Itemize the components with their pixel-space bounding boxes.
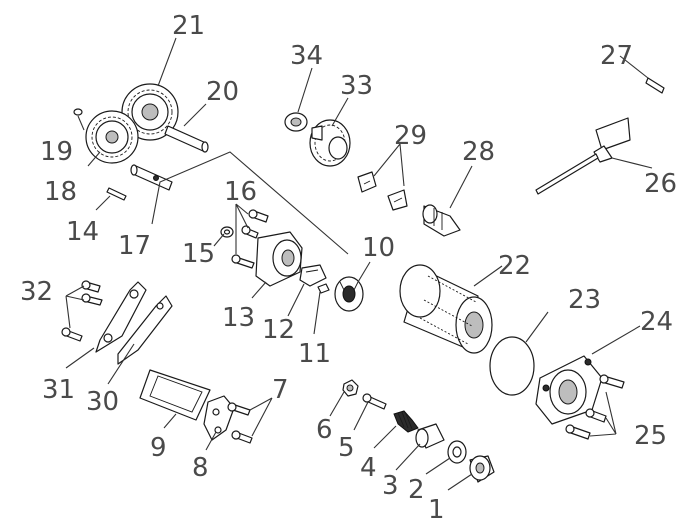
part-14-roll-pin: [106, 187, 127, 201]
part-26-dipstick: [535, 117, 631, 195]
part-23-o-ring: [489, 336, 535, 396]
callout-33: 33: [340, 71, 373, 101]
callout-26: 26: [644, 169, 677, 199]
callout-3: 3: [382, 471, 399, 501]
callout-15: 15: [182, 239, 215, 269]
callout-12: 12: [262, 315, 295, 345]
callout-16: 16: [224, 177, 257, 207]
part-17-pin: [130, 164, 173, 191]
part-4-spring: [393, 410, 419, 433]
part-13-housing: [255, 231, 303, 287]
callout-10: 10: [362, 233, 395, 263]
callout-31: 31: [42, 375, 75, 405]
callout-19: 19: [40, 137, 73, 167]
part-27-pin: [645, 77, 665, 94]
part-2-washer: [447, 440, 467, 464]
part-29-clips: [357, 171, 408, 211]
part-6-nut: [342, 379, 359, 397]
callout-18: 18: [44, 177, 77, 207]
part-20-shaft: [164, 125, 209, 153]
callout-1: 1: [428, 495, 445, 525]
callout-9: 9: [150, 433, 167, 463]
part-9-gasket: [139, 369, 211, 421]
callout-7: 7: [272, 375, 289, 405]
callout-24: 24: [640, 307, 673, 337]
part-18-gear: [85, 110, 139, 164]
part-12-block: [299, 264, 327, 287]
part-10-cup: [334, 276, 364, 312]
part-31-arm: [95, 281, 147, 353]
part-33-gear: [309, 119, 351, 167]
part-28-valve: [422, 204, 461, 237]
part-8-bracket: [203, 395, 235, 441]
callout-27: 27: [600, 41, 633, 71]
callout-29: 29: [394, 121, 427, 151]
callout-4: 4: [360, 453, 377, 483]
callout-20: 20: [206, 77, 239, 107]
callout-6: 6: [316, 415, 333, 445]
callout-21: 21: [172, 11, 205, 41]
part-5-bolt: [362, 393, 387, 410]
callout-30: 30: [86, 387, 119, 417]
callout-28: 28: [462, 137, 495, 167]
callout-13: 13: [222, 303, 255, 333]
callout-labels: 21 20 19 18 14 17 34 33 29 28 27 26 16 1…: [20, 11, 677, 525]
callout-32: 32: [20, 277, 53, 307]
callout-34: 34: [290, 41, 323, 71]
callout-8: 8: [192, 453, 209, 483]
part-3-sleeve: [415, 423, 445, 449]
callout-5: 5: [338, 433, 355, 463]
callout-23: 23: [568, 285, 601, 315]
leader-lines: [65, 37, 653, 491]
callout-14: 14: [66, 217, 99, 247]
part-16-bolts: [231, 209, 269, 269]
callout-17: 17: [118, 231, 151, 261]
part-34-nut: [284, 112, 308, 132]
part-19-ring: [73, 108, 83, 116]
part-22-filter: [399, 264, 493, 354]
part-11-key: [317, 283, 330, 294]
callout-25: 25: [634, 421, 667, 451]
callout-2: 2: [408, 475, 425, 505]
part-25-bolts: [565, 374, 625, 440]
callout-11: 11: [298, 339, 331, 369]
part-24-cover: [535, 355, 603, 425]
part-7-bolts: [227, 402, 253, 444]
callout-22: 22: [498, 251, 531, 281]
part-1-cap: [469, 455, 495, 483]
